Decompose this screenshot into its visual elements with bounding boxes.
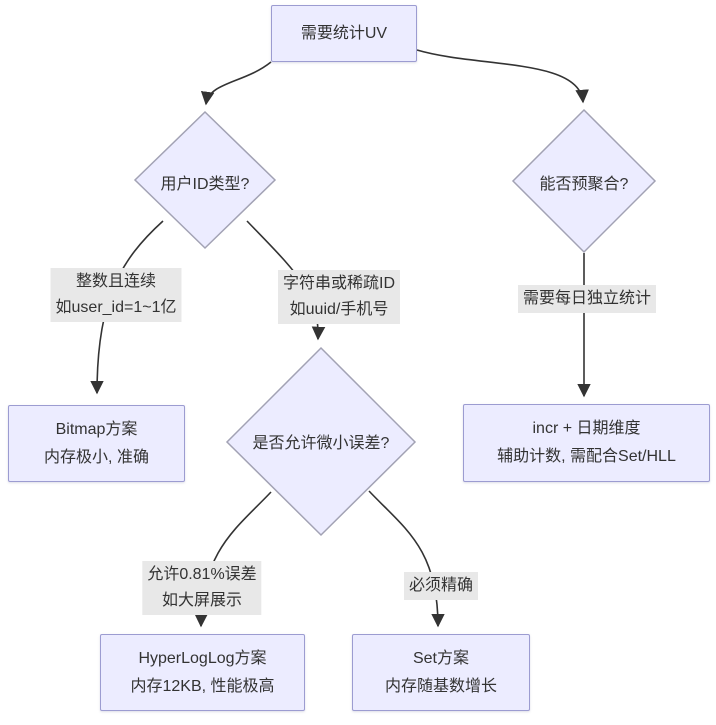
edge-start-to-idtype (200, 61, 272, 106)
decision-pre-agg-label: 能否预聚合? (539, 176, 629, 193)
edge-label-allow-error-line2: 如大屏展示 (161, 592, 242, 609)
edge-start-to-preagg (416, 49, 589, 104)
node-incr: incr + 日期维度 辅助计数, 需配合Set/HLL (463, 404, 710, 482)
edge-label-allow-error-line1: 允许0.81%误差 (147, 566, 257, 583)
decision-error-ok-label: 是否允许微小误差? (252, 435, 390, 452)
node-start-label: 需要统计UV (300, 24, 388, 42)
decision-id-type-label: 用户ID类型? (160, 176, 250, 193)
edge-label-must-exact-line1: 必须精确 (408, 577, 474, 594)
node-start: 需要统计UV (271, 5, 417, 62)
edge-label-daily-independent-line1: 需要每日独立统计 (522, 290, 652, 307)
node-hll-line2: 内存12KB, 性能极高 (130, 677, 275, 695)
edge-errorok-to-set (368, 490, 445, 628)
edge-label-must-exact: 必须精确 (403, 572, 479, 600)
decision-error-ok-shape (225, 346, 417, 537)
edge-label-daily-independent: 需要每日独立统计 (517, 285, 657, 313)
edge-label-int-continuous-line1: 整数且连续 (75, 273, 156, 290)
edge-label-string-sparse-line1: 字符串或稀疏ID (282, 275, 396, 292)
node-bitmap-line2: 内存极小, 准确 (44, 448, 149, 466)
node-set-line1: Set方案 (412, 649, 470, 667)
decision-pre-agg-shape (511, 108, 657, 254)
node-set-line2: 内存随基数增长 (384, 677, 497, 695)
node-set: Set方案 内存随基数增长 (352, 634, 530, 711)
node-incr-line2: 辅助计数, 需配合Set/HLL (497, 448, 676, 465)
edge-label-string-sparse: 字符串或稀疏ID 如uuid/手机号 (277, 270, 401, 324)
node-hll-line1: HyperLogLog方案 (138, 649, 267, 667)
node-incr-line1: incr + 日期维度 (532, 420, 641, 437)
node-bitmap-line1: Bitmap方案 (55, 420, 138, 438)
decision-id-type-shape (133, 110, 277, 250)
edge-label-int-continuous: 整数且连续 如user_id=1~1亿 (50, 268, 182, 322)
edge-label-string-sparse-line2: 如uuid/手机号 (289, 301, 389, 318)
edge-label-allow-error: 允许0.81%误差 如大屏展示 (142, 561, 262, 615)
node-bitmap: Bitmap方案 内存极小, 准确 (8, 405, 185, 482)
node-hll: HyperLogLog方案 内存12KB, 性能极高 (100, 634, 305, 711)
edge-label-int-continuous-line2: 如user_id=1~1亿 (55, 299, 177, 316)
